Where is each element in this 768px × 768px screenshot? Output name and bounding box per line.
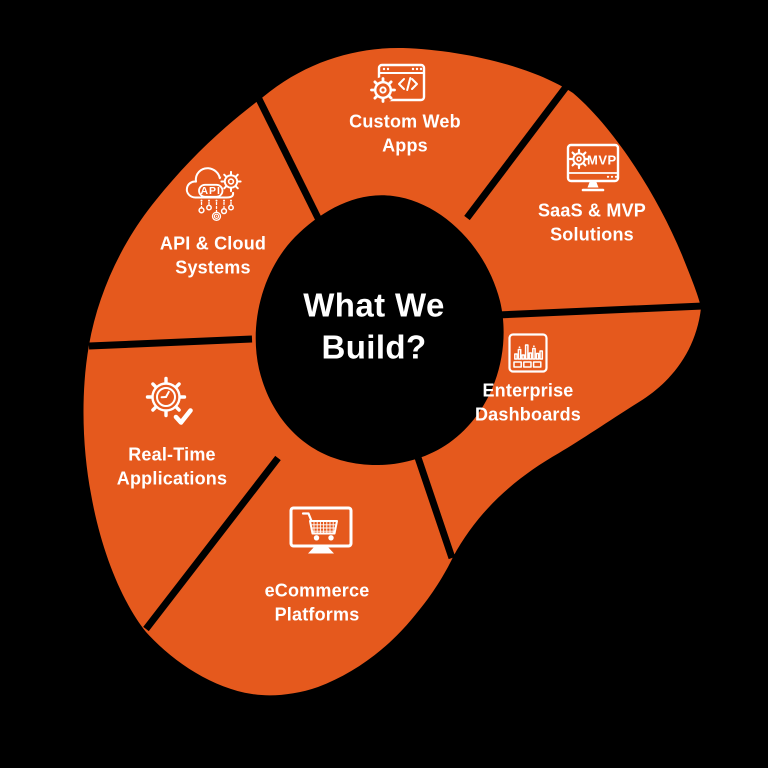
divider-line [496, 302, 704, 319]
label-line: API & Cloud [159, 233, 267, 254]
mvp-icon-text: MVP [587, 153, 617, 168]
bar-chart-icon [507, 332, 549, 374]
label-line: Enterprise [482, 380, 574, 401]
label-line: Dashboards [474, 404, 582, 424]
api-icon-text: API [200, 185, 221, 197]
label-line: Applications [116, 468, 228, 488]
divider-line [464, 80, 572, 221]
segment-label-saas-mvp: SaaS & MVP Solutions [477, 199, 707, 247]
browser-code-gear-icon [368, 62, 428, 114]
segment-label-real-time-applications: Real-Time Applications [57, 443, 287, 491]
segment-label-enterprise-dashboards: Enterprise Dashboards [413, 379, 643, 427]
divider-line [405, 429, 456, 560]
divider-line [143, 455, 281, 632]
label-line: Systems [175, 257, 251, 277]
label-line: Solutions [550, 224, 634, 244]
segment-label-api-cloud-systems: API & Cloud Systems [98, 232, 328, 280]
label-line: Apps [382, 135, 428, 155]
divider-line [88, 335, 253, 350]
label-line: eCommerce [264, 580, 370, 601]
center-black-blob [255, 195, 504, 466]
gear-clock-check-icon [142, 374, 196, 428]
label-line: Custom Web [349, 111, 461, 132]
label-line: SaaS & MVP [537, 200, 647, 221]
cloud-api-gear-icon: API [182, 160, 248, 226]
segment-label-ecommerce-platforms: eCommerce Platforms [202, 579, 432, 627]
divider-line [252, 91, 324, 224]
page-title: What We Build? [224, 284, 524, 367]
label-line: Real-Time [128, 444, 216, 465]
segment-label-custom-web-apps: Custom Web Apps [290, 110, 520, 158]
title-line-2: Build? [321, 328, 427, 365]
label-line: Platforms [274, 604, 360, 624]
segment-dividers [88, 80, 704, 632]
title-line-1: What We [303, 286, 445, 324]
shopping-cart-monitor-icon [288, 504, 354, 558]
mvp-monitor-gear-icon: MVP [560, 143, 626, 195]
